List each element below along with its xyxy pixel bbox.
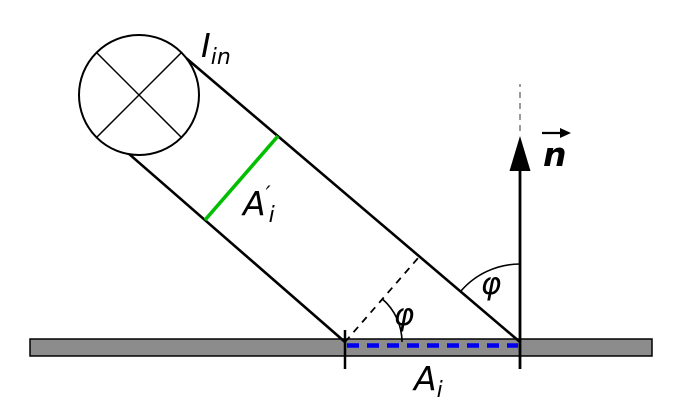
- surface-bar: [29, 338, 653, 357]
- beam-cross-section-line: [203, 134, 280, 222]
- illuminated-area-label-base: A: [412, 359, 437, 398]
- beam-cross-section-label: A′i: [241, 183, 275, 228]
- normal-vector-label: n: [543, 135, 567, 174]
- normal-vector-arrowhead-icon: [509, 136, 531, 171]
- vector-overbar-arrowhead-icon: [560, 128, 571, 138]
- angle-phi-surface-label: φ: [394, 297, 415, 333]
- beam-cross-section-label-prime: ′: [266, 183, 271, 208]
- beam-right-edge-line: [185, 57, 521, 343]
- incident-beam-label: Iin: [201, 26, 231, 70]
- illuminated-area-label-subscript: i: [437, 378, 443, 403]
- beam-cross-section-label-subscript: i: [269, 203, 275, 228]
- beam-left-edge-line: [112, 139, 346, 343]
- angle-phi-normal-label: φ: [481, 266, 502, 302]
- light-source-cross-line-2: [96, 52, 182, 138]
- incident-beam-label-subscript: in: [211, 45, 231, 70]
- angle-arc-surface: [381, 298, 403, 343]
- incident-beam-label-base: I: [201, 26, 211, 65]
- illuminated-area-label: Ai: [412, 359, 443, 403]
- angle-arc-normal: [459, 263, 521, 292]
- beam-cross-section-label-base: A: [241, 184, 266, 223]
